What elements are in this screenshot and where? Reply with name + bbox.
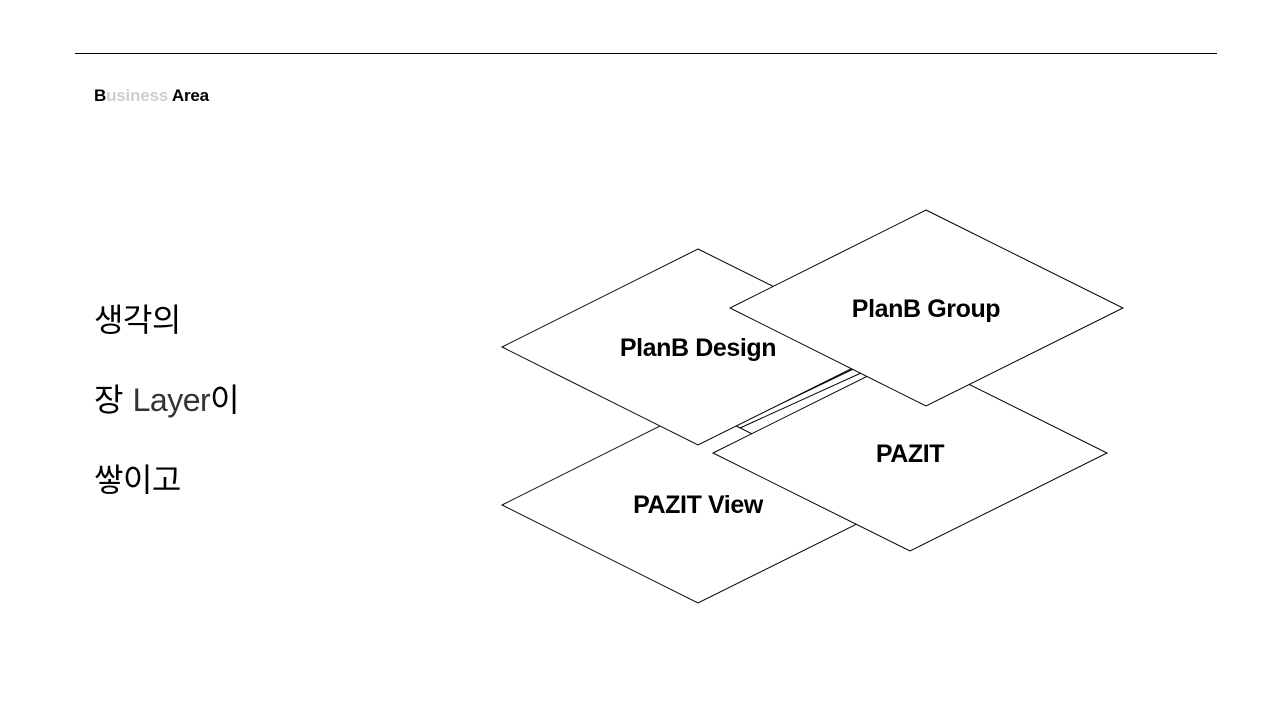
layer-planb-design: PlanB Design <box>500 248 897 446</box>
tagline-line-3: 쌓이고 <box>94 461 181 499</box>
layer-pazit-shape <box>711 354 1109 552</box>
top-divider <box>75 53 1217 54</box>
layer-planb-group-shape <box>728 209 1125 407</box>
tagline-line-2-suffix: 이 <box>210 381 240 419</box>
layer-pazit: PAZIT <box>711 354 1109 552</box>
tagline-layer-word: Layer <box>132 382 211 418</box>
layer-pazit-view: PAZIT View <box>500 406 897 604</box>
layer-planb-group-label: PlanB Group <box>852 295 1001 323</box>
tagline-line-2-prefix: 장 <box>94 381 123 419</box>
layer-pazit-label: PAZIT <box>876 440 944 468</box>
tagline-line-2: 장 Layer이 <box>94 360 240 440</box>
section-title-muted: usiness <box>106 86 168 105</box>
layer-planb-design-label: PlanB Design <box>620 334 776 362</box>
layer-pazit-view-label: PAZIT View <box>633 491 764 519</box>
layer-planb-group: PlanB Group <box>728 209 1125 407</box>
section-title-initial: B <box>94 86 107 105</box>
tagline-line-1: 생각의 <box>94 301 181 339</box>
tagline: 생각의 장 Layer이 쌓이고 <box>94 280 240 520</box>
connector-line-lower <box>739 367 873 429</box>
section-title: Business Area <box>94 86 209 106</box>
section-title-area: Area <box>171 86 209 105</box>
